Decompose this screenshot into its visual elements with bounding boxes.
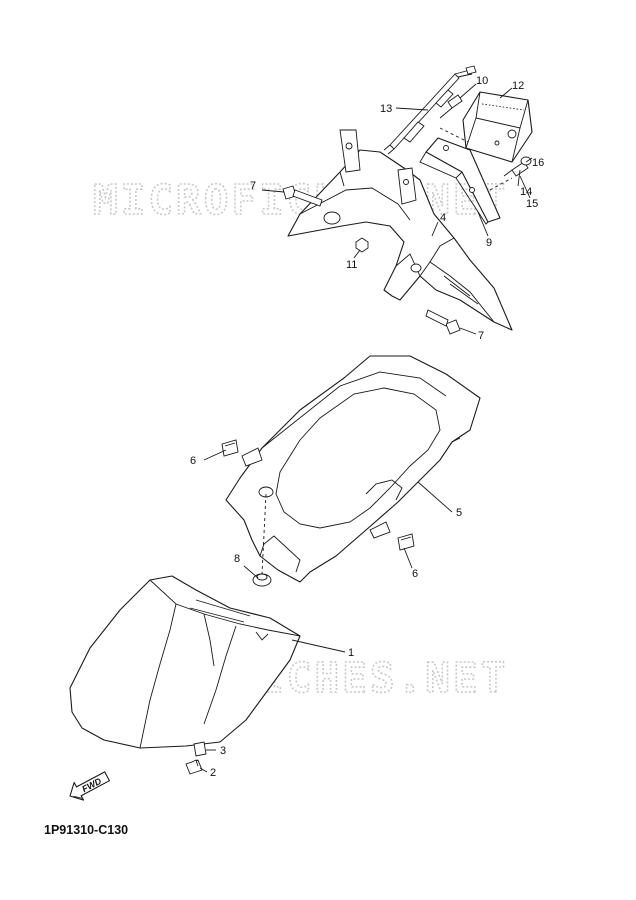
collar-part-3 <box>193 741 207 757</box>
bracket-part-9 <box>419 137 501 225</box>
diagram-reference-code: 1P91310-C130 <box>44 823 128 837</box>
bolt-part-7-upper <box>282 185 323 207</box>
callout-6-left: 6 <box>190 455 196 467</box>
callout-1: 1 <box>348 647 354 659</box>
callout-14: 14 <box>520 186 532 198</box>
callout-9: 9 <box>486 237 492 249</box>
nut-part-11 <box>355 237 369 253</box>
callout-16: 16 <box>532 157 544 169</box>
callout-13: 13 <box>380 103 392 115</box>
leader-lines <box>199 83 533 773</box>
front-fender-part-1 <box>69 575 301 749</box>
alignment-line-light <box>439 127 513 191</box>
callout-8: 8 <box>234 553 240 565</box>
inner-fender-part-5 <box>225 355 481 583</box>
wire-harness-part <box>383 65 477 155</box>
screw-part-2 <box>185 759 203 775</box>
connector-part-10 <box>439 94 463 119</box>
tail-light-part <box>462 91 533 163</box>
screw-part-14 <box>503 161 529 177</box>
callout-15: 15 <box>526 198 538 210</box>
clip-part-6-right <box>397 533 415 551</box>
callout-6-right: 6 <box>412 568 418 580</box>
clip-part-6-left <box>221 439 239 457</box>
washer-part-16 <box>520 156 532 166</box>
callout-10: 10 <box>476 75 488 87</box>
alignment-line-grommet <box>261 493 267 575</box>
callout-5: 5 <box>456 507 462 519</box>
callout-4: 4 <box>440 212 446 224</box>
callout-2: 2 <box>210 767 216 779</box>
callout-11: 11 <box>346 259 357 271</box>
callout-12: 12 <box>512 80 524 92</box>
callout-7-lower: 7 <box>478 330 484 342</box>
rear-fender-upper-part-4 <box>287 129 513 331</box>
callout-3: 3 <box>220 745 226 757</box>
fwd-arrow-icon: FWD <box>69 771 110 801</box>
callout-7-upper: 7 <box>250 180 256 192</box>
bolt-part-7-lower <box>425 309 461 335</box>
